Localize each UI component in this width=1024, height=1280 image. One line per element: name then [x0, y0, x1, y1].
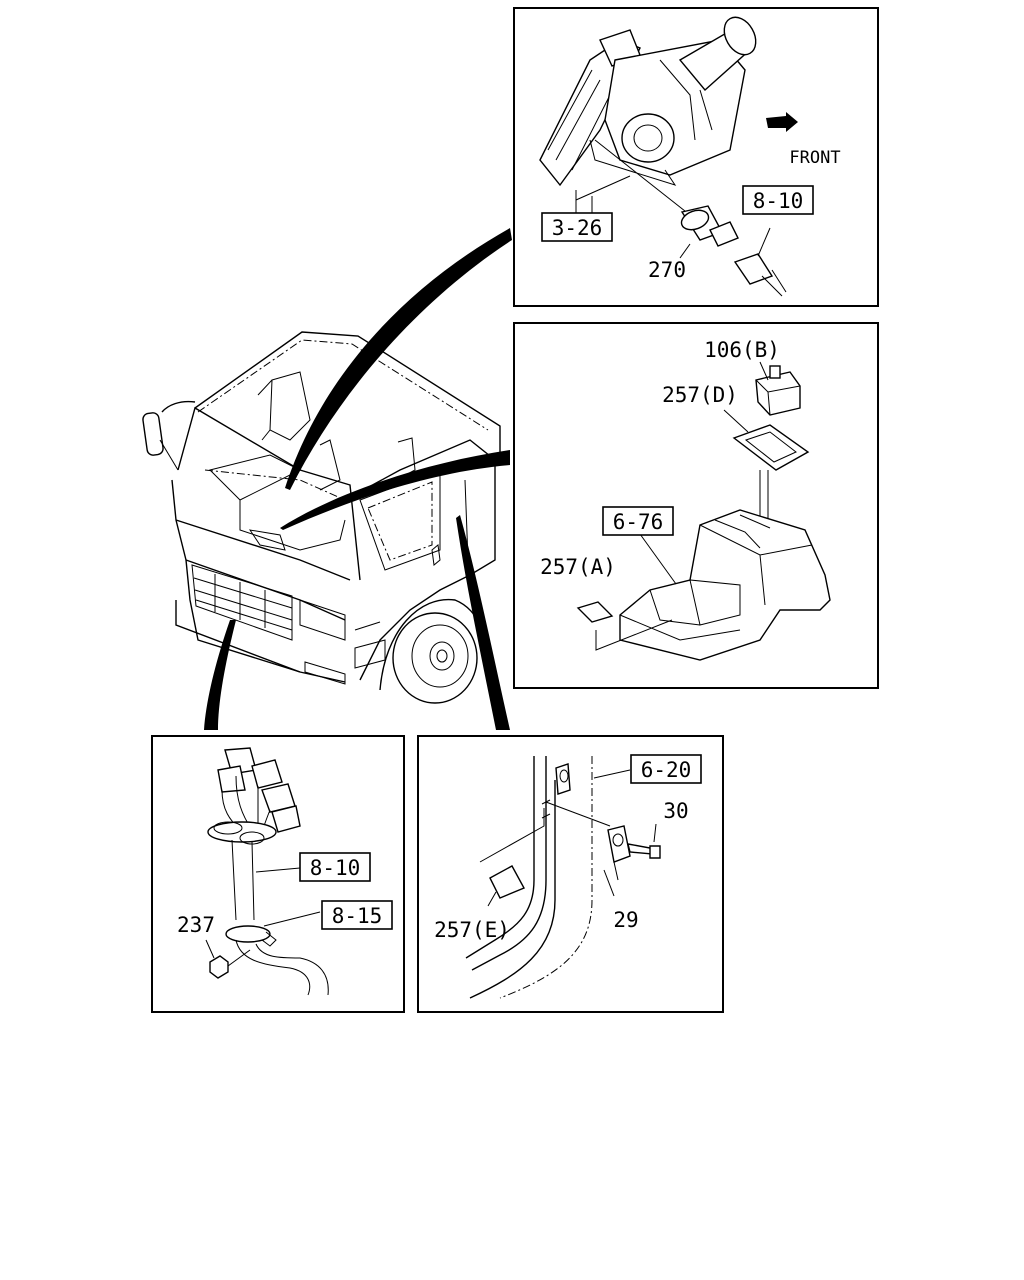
panel-center-console: 106(B) 257(D) 6-76 257(A)	[513, 322, 879, 689]
leader-wedges	[204, 228, 512, 730]
panel-harness: 8-10 8-15 237	[151, 735, 405, 1013]
panel-steering-column: 3-26 8-10 270 FRONT	[513, 7, 879, 307]
part-257e-label: 257(E)	[434, 918, 510, 942]
part-270-label: 270	[648, 258, 686, 282]
truck-cab-illustration	[142, 331, 501, 704]
part-29-label: 29	[613, 908, 638, 932]
front-direction-label: FRONT	[789, 148, 840, 168]
panel-door: 6-20 30 257(E) 29	[417, 735, 724, 1013]
part-30-label: 30	[663, 799, 688, 823]
part-237-label: 237	[177, 913, 215, 937]
part-257d-label: 257(D)	[662, 383, 738, 407]
part-106b-label: 106(B)	[704, 338, 780, 362]
ref-6-76-label: 6-76	[613, 510, 664, 534]
ref-6-20-label: 6-20	[641, 758, 692, 782]
ref-8-15-label: 8-15	[332, 904, 383, 928]
ref-3-26-label: 3-26	[552, 216, 603, 240]
ref-8-10-harness-label: 8-10	[310, 856, 361, 880]
ref-8-10-label: 8-10	[753, 189, 804, 213]
part-257a-label: 257(A)	[540, 555, 616, 579]
